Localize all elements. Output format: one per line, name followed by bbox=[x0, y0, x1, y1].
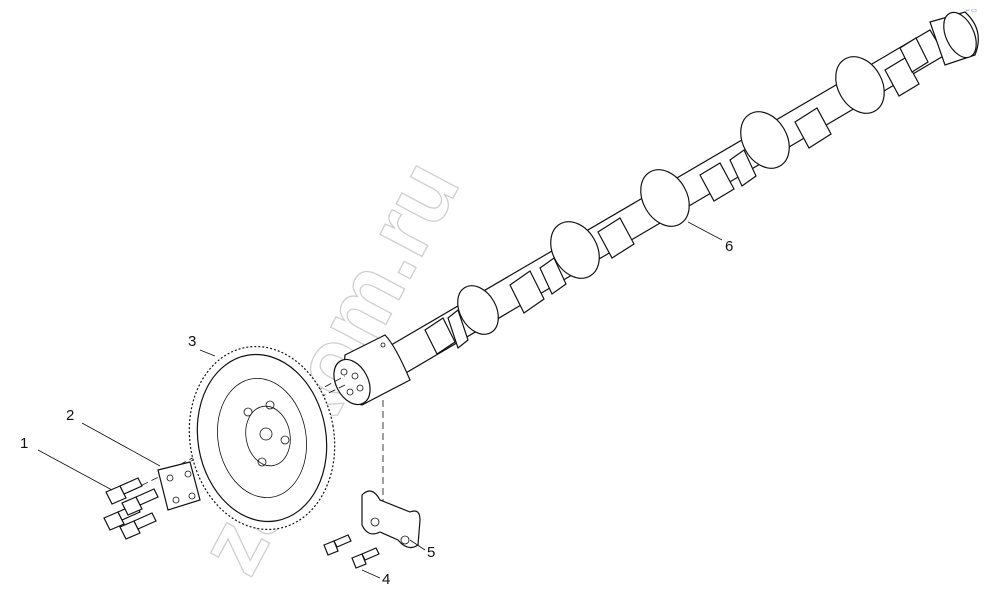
corner-mark: ⌐ ▭ bbox=[966, 8, 977, 14]
callout-4: 4 bbox=[382, 571, 390, 588]
bracket bbox=[361, 490, 426, 551]
camshaft-gear bbox=[188, 345, 336, 531]
thrust-plate bbox=[81, 422, 201, 511]
small-bolts bbox=[323, 534, 381, 579]
callout-1: 1 bbox=[20, 435, 28, 452]
callout-5: 5 bbox=[427, 544, 435, 561]
callout-2: 2 bbox=[66, 407, 74, 424]
callout-6: 6 bbox=[725, 238, 733, 255]
camshaft bbox=[333, 11, 979, 406]
bolt-set bbox=[37, 449, 159, 540]
callout-3: 3 bbox=[188, 333, 196, 350]
